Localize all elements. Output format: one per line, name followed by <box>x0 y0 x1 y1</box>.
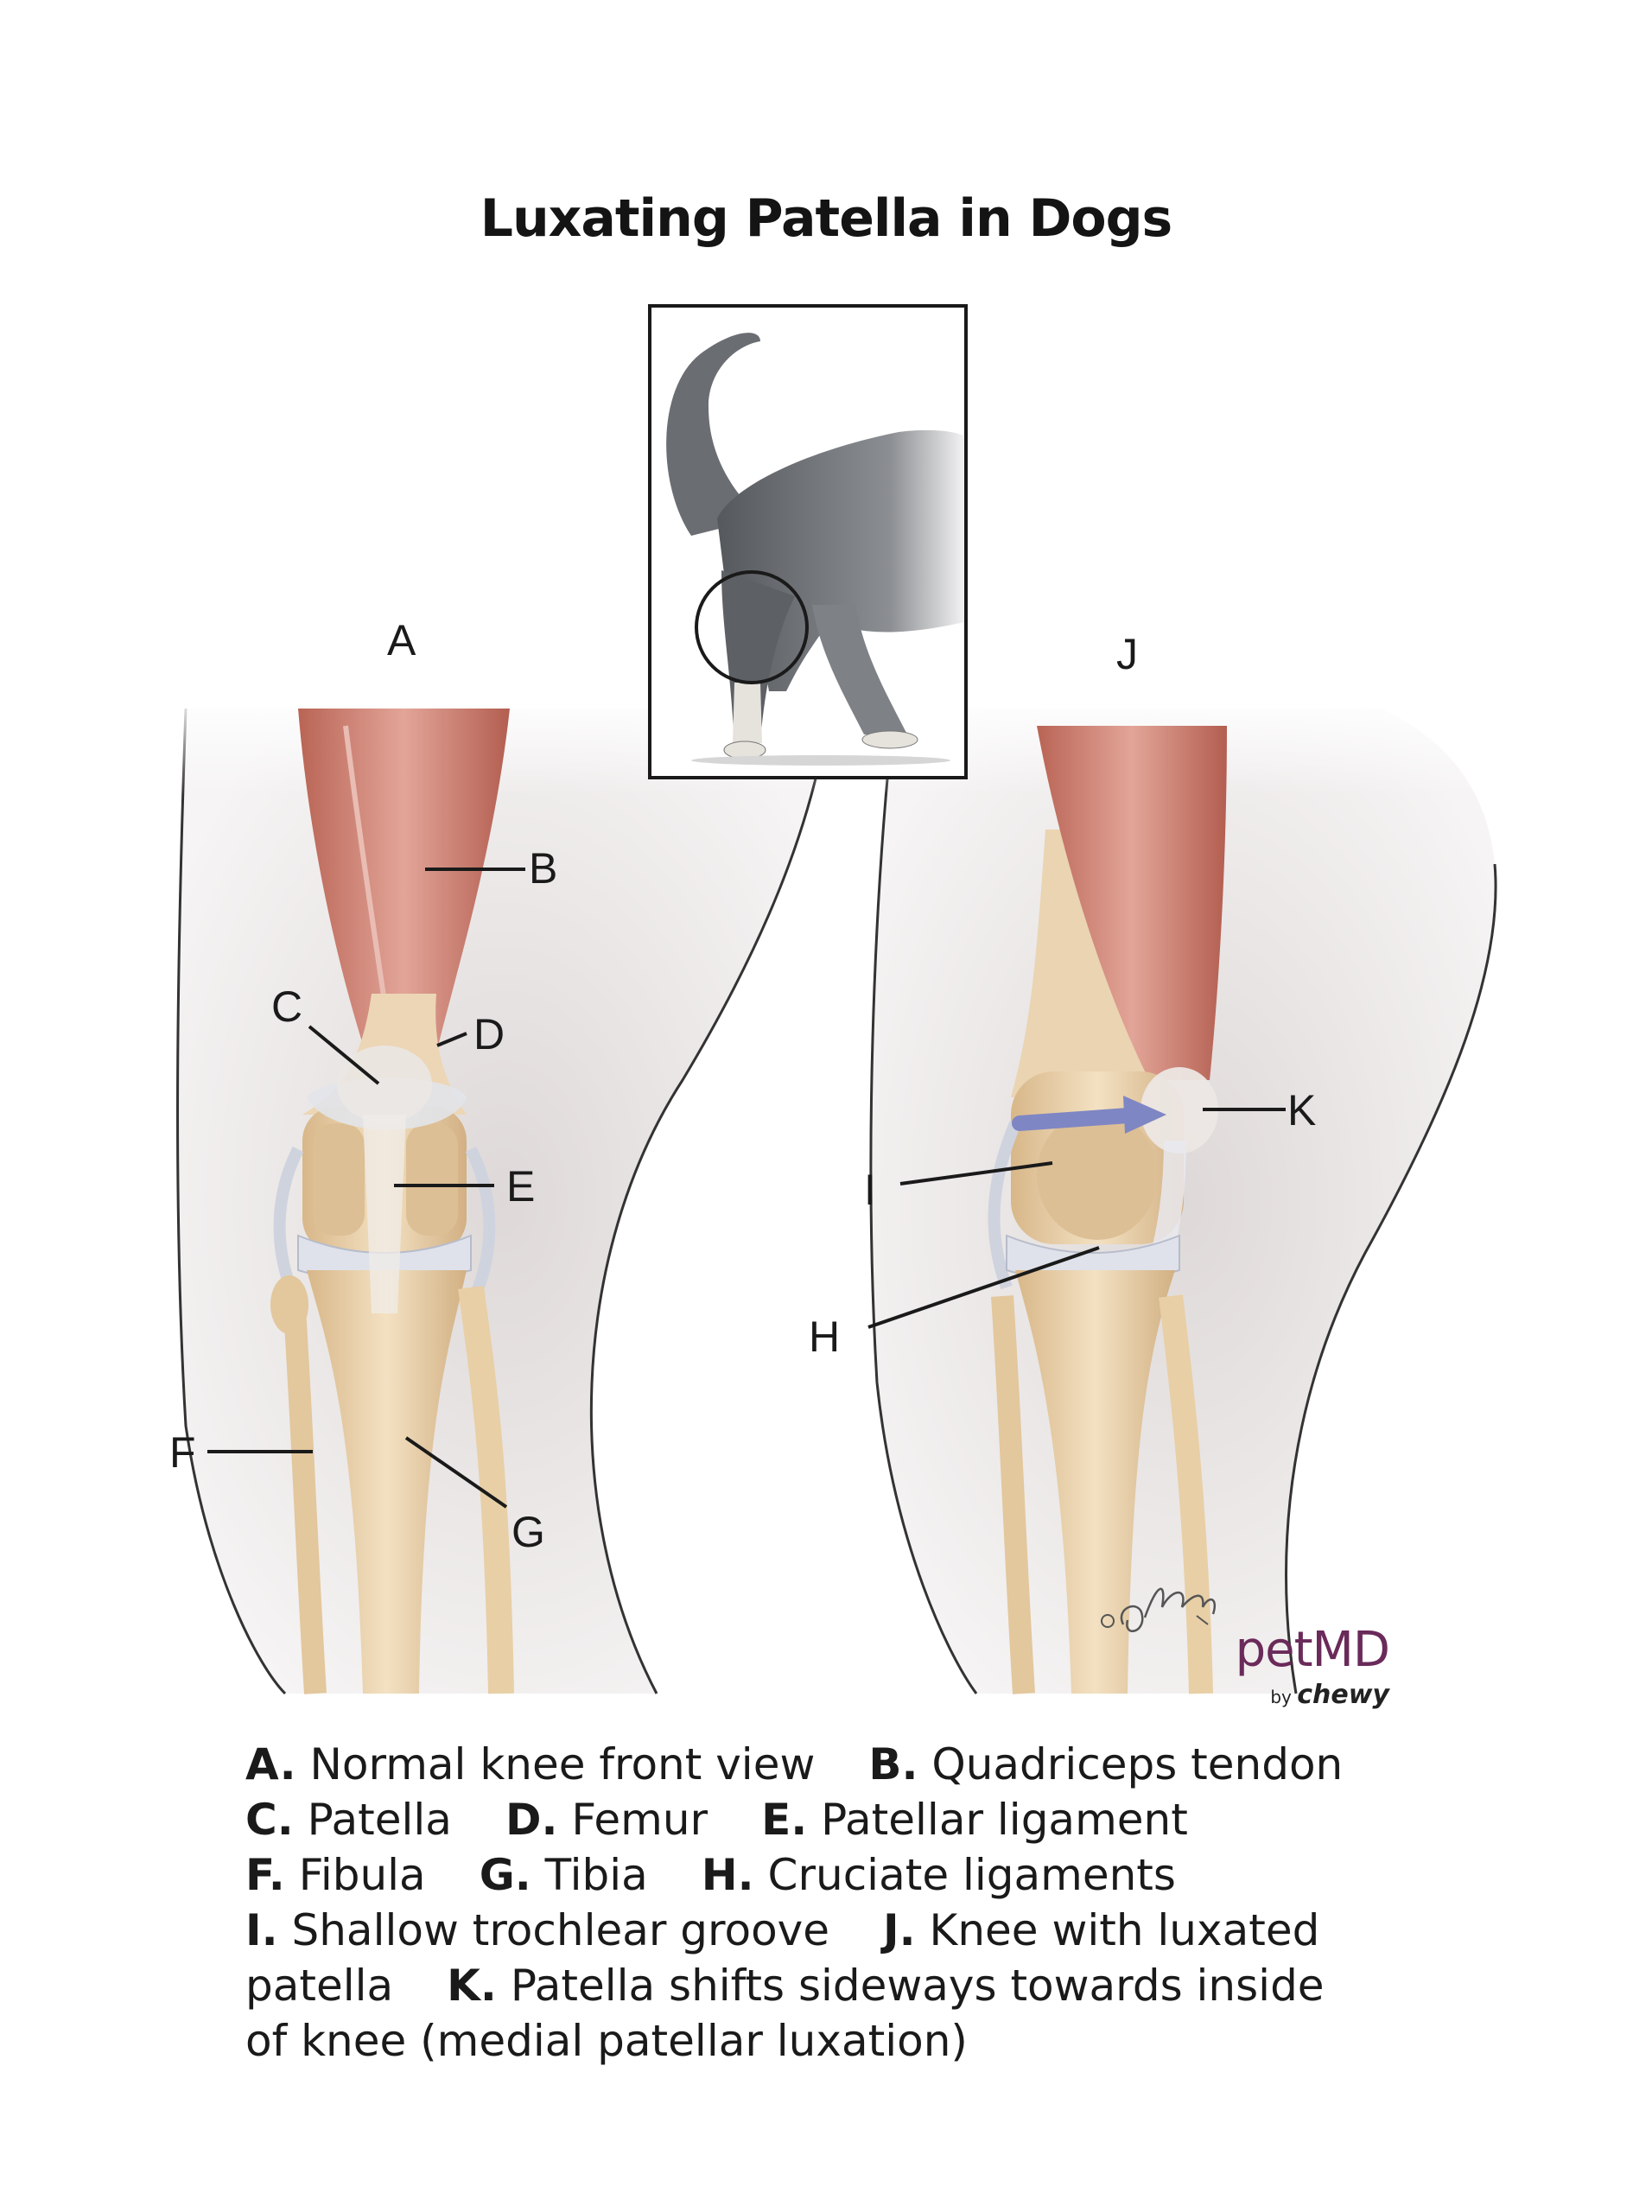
page-title: Luxating Patella in Dogs <box>480 188 1173 249</box>
legend-key-f: F. <box>245 1850 285 1900</box>
legend-text-f: Fibula <box>284 1850 426 1900</box>
legend-key-b: B. <box>868 1739 918 1789</box>
label-b: B <box>529 844 557 893</box>
label-h: H <box>809 1313 840 1361</box>
legend-text-h: Cruciate ligaments <box>753 1850 1176 1900</box>
legend-key-h: H. <box>701 1850 754 1900</box>
legend-line-3: F. Fibula G. Tibia H. Cruciate ligaments <box>245 1847 1455 1903</box>
legend-key-e: E. <box>761 1795 808 1845</box>
legend-key-d: D. <box>505 1795 558 1845</box>
legend-key-c: C. <box>245 1795 294 1845</box>
legend-text-g: Tibia <box>531 1850 648 1900</box>
legend-key-a: A. <box>245 1739 296 1789</box>
logo-brand: petMD <box>1235 1622 1390 1678</box>
luxated-knee-figure <box>864 691 1521 1694</box>
legend-key-j: J. <box>883 1905 916 1955</box>
legend-line-2: C. Patella D. Femur E. Patellar ligament <box>245 1792 1455 1847</box>
legend-text-i: Shallow trochlear groove <box>277 1905 830 1955</box>
legend-text-k: Patella shifts sideways towards inside <box>496 1961 1325 2011</box>
legend-text-c: Patella <box>293 1795 452 1845</box>
legend-text-d: Femur <box>557 1795 708 1845</box>
legend-text-a: Normal knee front view <box>295 1739 816 1789</box>
luxation-arrow-head <box>1123 1096 1166 1134</box>
label-g: G <box>511 1508 545 1556</box>
legend-key-k: K. <box>447 1961 497 2011</box>
label-i: I <box>864 1166 876 1214</box>
artist-signature <box>1101 1587 1217 1632</box>
leader-lines <box>207 868 1286 1509</box>
luxation-arrow-shaft <box>1012 1107 1148 1131</box>
label-e: E <box>506 1162 535 1211</box>
legend-key-i: I. <box>245 1905 278 1955</box>
legend: A. Normal knee front view B. Quadriceps t… <box>245 1737 1455 2069</box>
label-j: J <box>1116 630 1138 678</box>
legend-text-j-cont: patella <box>245 1961 394 2011</box>
legend-text-k-cont: of knee (medial patellar luxation) <box>245 2016 968 2066</box>
logo-chewy: chewy <box>1297 1680 1389 1710</box>
dog-inset-figure <box>648 304 968 779</box>
label-d: D <box>473 1010 505 1058</box>
legend-text-e: Patellar ligament <box>807 1795 1188 1845</box>
label-a: A <box>387 616 416 664</box>
legend-line-1: A. Normal knee front view B. Quadriceps t… <box>245 1737 1455 1792</box>
label-f: F <box>169 1428 196 1477</box>
petmd-logo: petMD by chewy <box>1199 1622 1390 1711</box>
normal-knee-figure <box>173 691 847 1695</box>
logo-tagline: by chewy <box>1199 1680 1389 1710</box>
legend-line-4: I. Shallow trochlear groove J. Knee with … <box>245 1903 1455 1958</box>
logo-by: by <box>1270 1687 1292 1707</box>
label-k: K <box>1287 1086 1316 1135</box>
legend-key-g: G. <box>479 1850 531 1900</box>
label-c: C <box>271 982 302 1031</box>
knee-highlight-circle <box>695 570 809 684</box>
legend-text-b: Quadriceps tendon <box>918 1739 1344 1789</box>
legend-line-6: of knee (medial patellar luxation) <box>245 2013 1455 2069</box>
legend-line-5: patella K. Patella shifts sideways toward… <box>245 1958 1455 2013</box>
legend-text-j: Knee with luxated <box>915 1905 1320 1955</box>
